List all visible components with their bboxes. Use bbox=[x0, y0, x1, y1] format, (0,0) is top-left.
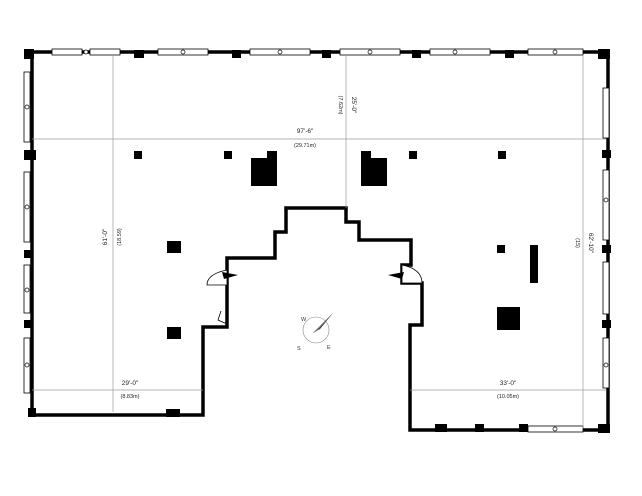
windows bbox=[23, 48, 610, 433]
column-large bbox=[497, 307, 520, 330]
compass: W S E bbox=[297, 313, 333, 352]
dimension-lines bbox=[32, 55, 606, 428]
shaft-right-notch bbox=[361, 151, 371, 159]
compass-east: E bbox=[327, 345, 331, 351]
compass-west: W bbox=[301, 317, 307, 323]
column bbox=[167, 241, 181, 253]
door-right bbox=[388, 264, 423, 284]
columns bbox=[134, 151, 538, 339]
column bbox=[224, 151, 232, 159]
column bbox=[409, 151, 417, 159]
overall-width-label: 97'-6" bbox=[297, 128, 314, 135]
column bbox=[134, 151, 142, 159]
compass-ring bbox=[302, 316, 330, 344]
column-wall bbox=[530, 245, 538, 283]
right-height-metric: (15) bbox=[574, 238, 580, 248]
compass-south: S bbox=[297, 346, 301, 352]
bottom-right-width-metric: (10.05m) bbox=[497, 394, 519, 400]
column bbox=[167, 327, 181, 339]
exterior-wall bbox=[27, 50, 610, 432]
pilasters bbox=[24, 50, 611, 432]
column bbox=[498, 151, 506, 159]
left-height-label: 61'-0" bbox=[102, 228, 109, 245]
top-notch-metric: (7.62m) bbox=[337, 96, 343, 115]
left-height-metric: (18.59) bbox=[117, 228, 123, 246]
bottom-right-width-label: 33'-0" bbox=[500, 380, 517, 387]
top-notch-label: 25'-0" bbox=[350, 97, 357, 114]
wall-corner-bl bbox=[28, 408, 36, 417]
wall-corner-br bbox=[598, 424, 610, 433]
shaft-left-notch bbox=[267, 151, 277, 159]
wall-corner-tl bbox=[24, 49, 34, 59]
shaft-right bbox=[361, 158, 387, 186]
bottom-left-width-metric: (8.83m) bbox=[121, 394, 140, 400]
shaft-left bbox=[251, 158, 277, 186]
right-height-label: 62'-10" bbox=[587, 233, 594, 254]
bottom-left-width-label: 29'-0" bbox=[122, 380, 139, 387]
overall-width-metric: (29.71m) bbox=[294, 143, 316, 149]
door-left bbox=[206, 269, 238, 325]
window-mullions bbox=[24, 49, 609, 432]
wall-corner-tr bbox=[598, 49, 610, 59]
column bbox=[497, 245, 505, 253]
